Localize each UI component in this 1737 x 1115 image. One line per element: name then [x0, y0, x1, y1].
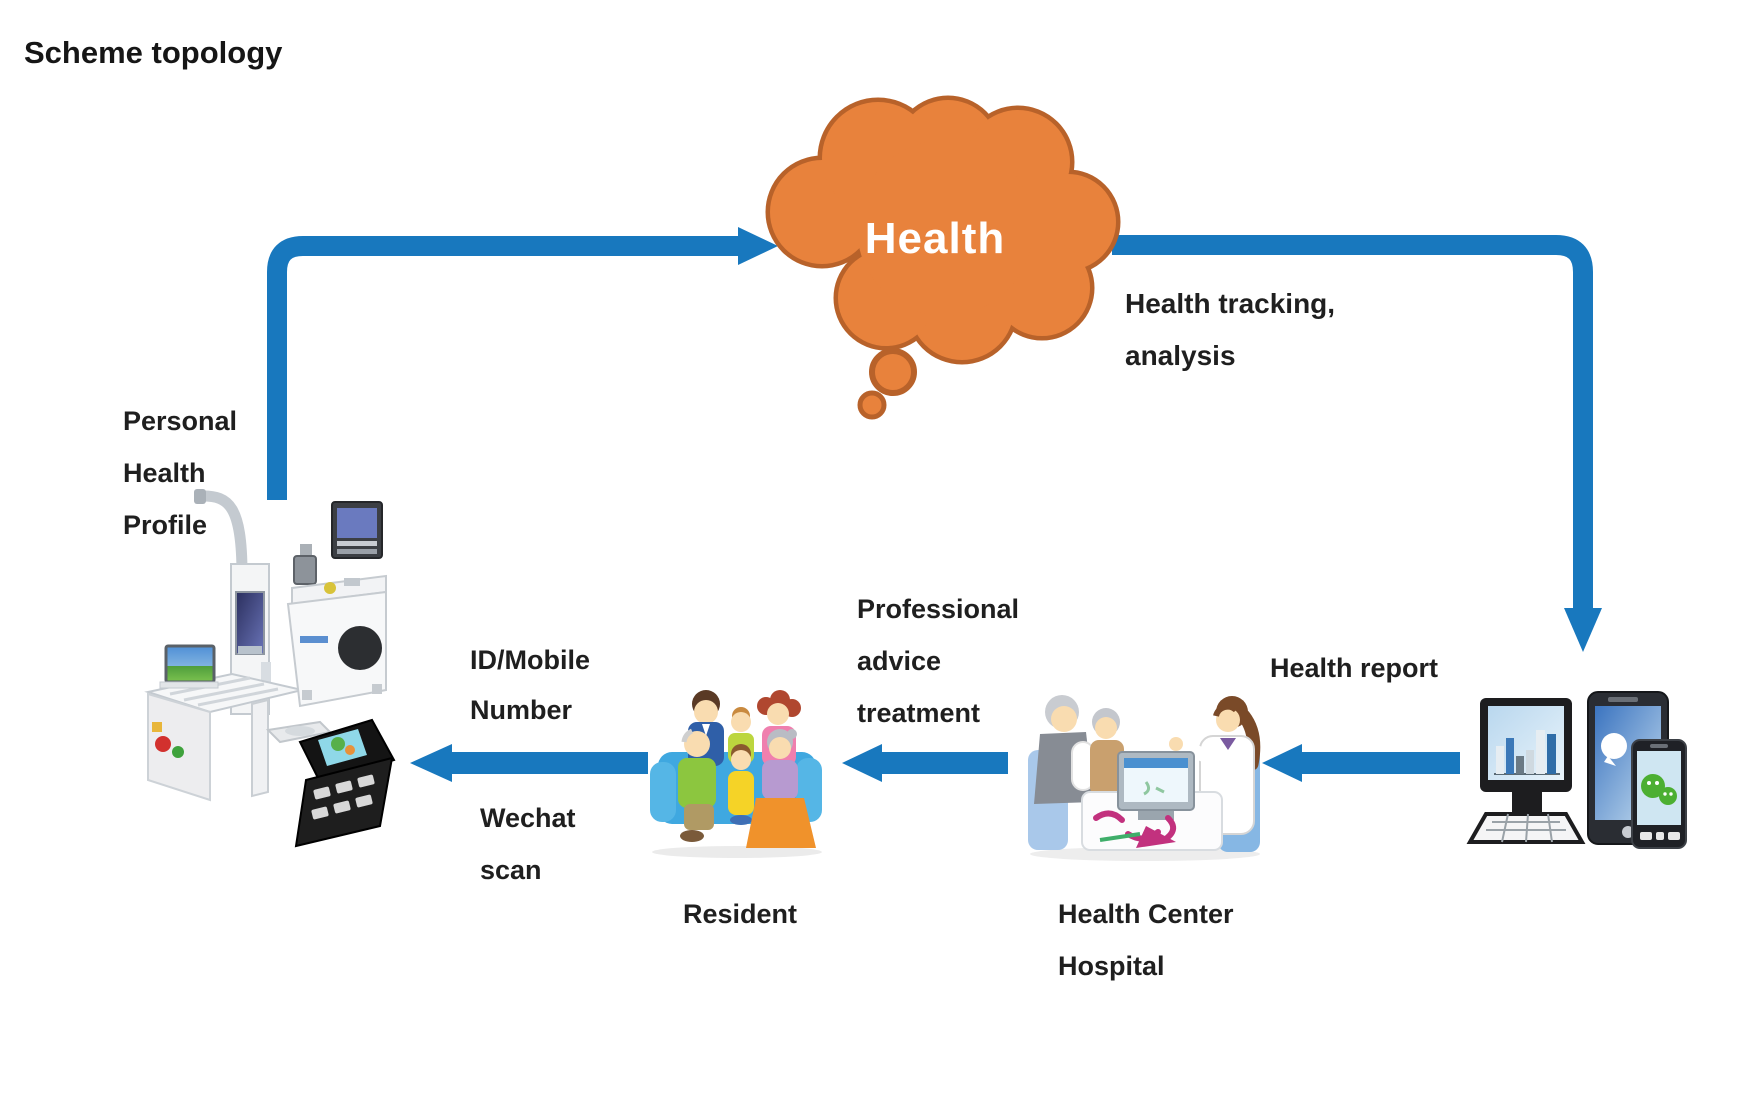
keyboard-icon — [1466, 812, 1586, 844]
page-title: Scheme topology — [24, 35, 283, 70]
arrow-devices-to-healthcenter — [1262, 744, 1460, 782]
label-resident: Resident — [683, 899, 798, 929]
label-personal: Personal — [123, 406, 238, 436]
label-id-mobile: ID/Mobile — [470, 645, 590, 675]
label-professional-advice-treatment: Professional advice treatment — [857, 583, 1019, 739]
label-scan: scan — [480, 855, 542, 885]
label-health-tracking-analysis: Health tracking, analysis — [1125, 278, 1335, 382]
label-id-mobile-number: ID/Mobile Number — [470, 635, 590, 735]
label-advice: advice — [857, 646, 942, 676]
label-number: Number — [470, 695, 573, 725]
wechat-phone-icon — [1631, 739, 1687, 849]
arrow-kiosk-to-cloud — [267, 227, 778, 500]
arrow-healthcenter-to-resident — [842, 744, 1008, 782]
label-health-report: Health report — [1270, 653, 1439, 683]
family-icon — [650, 690, 822, 858]
label-wechat: Wechat — [480, 803, 576, 833]
label-personal-health-profile: Personal Health Profile — [123, 395, 237, 551]
arrow-cloud-to-devices — [1112, 235, 1602, 652]
label-hospital: Hospital — [1058, 951, 1165, 981]
label-health-tracking: Health tracking, — [1125, 288, 1336, 319]
portable-kit-icon — [294, 718, 396, 848]
desktop-monitor-icon — [1480, 698, 1572, 814]
label-profile: Profile — [123, 510, 208, 540]
label-treatment: treatment — [857, 698, 981, 728]
label-analysis: analysis — [1125, 340, 1236, 371]
label-professional: Professional — [857, 594, 1020, 624]
label-health-center-hospital: Health Center Hospital — [1058, 888, 1234, 992]
arrow-resident-to-kiosk — [410, 744, 648, 782]
cloud-label: Health — [864, 214, 1006, 263]
doctor-consultation-icon — [1028, 695, 1261, 861]
label-health: Health — [123, 458, 206, 488]
label-health-center: Health Center — [1058, 899, 1234, 929]
health-cloud-icon — [765, 95, 1121, 420]
checkup-machine-icon — [286, 501, 387, 708]
health-kiosk-icon — [144, 489, 333, 802]
label-wechat-scan: Wechat scan — [480, 792, 576, 896]
